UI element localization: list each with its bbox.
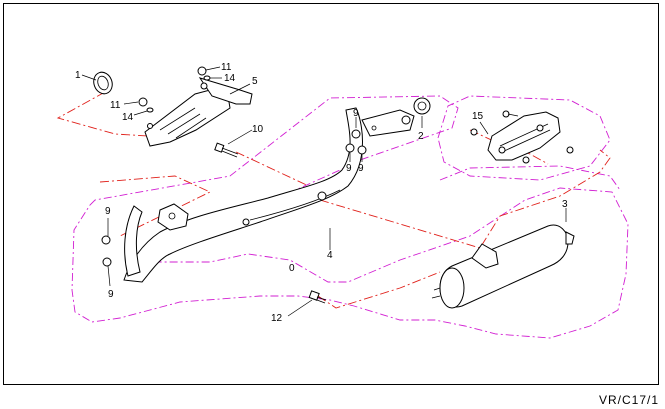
callout-3: 3 xyxy=(562,199,568,210)
bracket-part xyxy=(144,77,253,147)
drawing-frame xyxy=(3,3,659,385)
washer-14-upper xyxy=(203,75,211,81)
callout-11a: 11 xyxy=(221,62,232,73)
flange-gasket-part xyxy=(413,97,431,115)
connection-line-bolt xyxy=(317,271,441,309)
bolt-10-part xyxy=(214,142,239,158)
connection-line-gasket xyxy=(56,91,149,137)
assembly-outline-muffler xyxy=(439,165,621,191)
nut-11-lower xyxy=(138,97,148,107)
callout-9e: 9 xyxy=(108,289,114,300)
leader-12 xyxy=(287,299,313,317)
assembly-outline-main xyxy=(71,95,629,339)
callout-9b: 9 xyxy=(346,163,352,174)
nut-9-c xyxy=(357,145,367,155)
exhaust-pipe-part xyxy=(123,107,363,283)
leader-5 xyxy=(229,83,251,95)
leader-15 xyxy=(479,121,489,135)
nut-11-upper xyxy=(197,66,207,76)
nut-9-d xyxy=(101,235,111,245)
gasket-ring-part xyxy=(93,71,113,95)
callout-15: 15 xyxy=(472,111,484,122)
bolt-12-part xyxy=(308,290,327,304)
leader-1 xyxy=(81,74,97,81)
callout-1: 1 xyxy=(75,70,81,81)
nut-9-a xyxy=(351,129,361,139)
pipe-lower-flange-part xyxy=(157,203,189,231)
shield-bolt-c xyxy=(566,146,574,154)
pipe-flange-part xyxy=(361,109,415,137)
nut-9-b xyxy=(345,143,355,153)
callout-10: 10 xyxy=(252,124,264,135)
assembly-outline-shield xyxy=(437,95,611,181)
connection-line-pipe xyxy=(99,175,212,237)
connection-line-muffler xyxy=(319,149,611,249)
washer-14-lower xyxy=(146,107,154,113)
leader-11a xyxy=(205,66,221,71)
leader-11b xyxy=(123,101,139,105)
callout-0: 0 xyxy=(289,263,295,274)
heat-shield-part xyxy=(487,111,561,161)
callout-4: 4 xyxy=(327,250,333,261)
nut-9-e xyxy=(102,257,112,267)
connection-line-shield xyxy=(469,129,549,165)
leader-10 xyxy=(227,129,253,145)
leader-9e xyxy=(107,265,111,287)
leader-14b xyxy=(133,110,148,116)
muffler-part xyxy=(431,224,575,309)
callout-11b: 11 xyxy=(110,100,121,111)
callout-9a: 9 xyxy=(353,108,359,119)
callout-2: 2 xyxy=(418,131,424,142)
callout-9c: 9 xyxy=(358,163,364,174)
callout-14a: 14 xyxy=(224,73,236,84)
callout-12: 12 xyxy=(271,313,283,324)
callout-9d: 9 xyxy=(105,206,111,217)
shield-bolt-d xyxy=(522,156,530,164)
drawing-code: VR/C17/1 xyxy=(598,393,659,407)
callout-14b: 14 xyxy=(122,112,134,123)
shield-bolt-b xyxy=(470,128,478,136)
shield-bolt-a xyxy=(502,110,519,118)
callout-5: 5 xyxy=(252,76,258,87)
